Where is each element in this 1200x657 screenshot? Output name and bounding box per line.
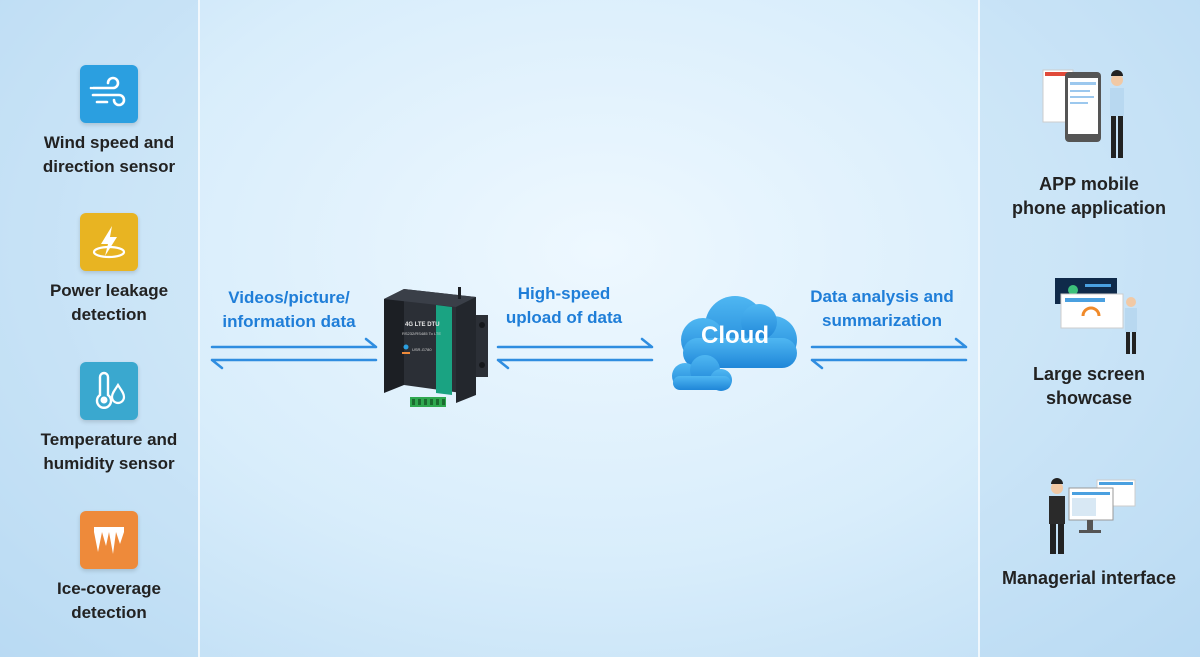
cloud-icon	[672, 296, 797, 391]
bidirectional-arrow-left	[210, 337, 378, 370]
flow-label-line1: Data analysis and	[810, 287, 954, 306]
app-managerial: Managerial interface	[978, 478, 1200, 590]
sensor-label-line2: humidity sensor	[43, 454, 175, 473]
mobile-app-icon	[1042, 69, 1124, 158]
device-subtitle: RS232/RS485 To LTE	[402, 331, 441, 336]
flow-label-videos: Videos/picture/ information data	[206, 286, 372, 334]
thermometer-icon	[80, 362, 138, 420]
large-screen-icon	[1055, 278, 1137, 354]
device-model: USR-G780	[412, 347, 432, 352]
icicle-icon	[80, 511, 138, 569]
dtu-device	[380, 285, 492, 415]
flow-label-analysis: Data analysis and summarization	[800, 285, 964, 333]
sensor-label-line1: Power leakage	[49, 281, 169, 300]
sensor-label-line1: Temperature and	[40, 430, 178, 449]
app-label-line1: APP mobile	[1039, 174, 1139, 194]
flow-label-line1: Videos/picture/	[228, 288, 350, 307]
lightning-icon	[80, 213, 138, 271]
device-title: 4G LTE DTU	[405, 322, 440, 328]
flow-label-upload: High-speed upload of data	[494, 282, 634, 330]
managerial-interface-icon	[1049, 478, 1136, 554]
app-label-line2: showcase	[1045, 388, 1133, 408]
sensor-label-line2: detection	[71, 603, 147, 622]
sensor-ice-coverage: Ice-coverage detection	[0, 511, 218, 625]
sensor-label-line1: Ice-coverage	[57, 579, 161, 598]
sensor-power-leakage: Power leakage detection	[0, 213, 218, 327]
app-label-line1: Large screen	[1032, 364, 1146, 384]
sensor-label-line2: direction sensor	[42, 157, 176, 176]
app-large-screen: Large screen showcase	[978, 276, 1200, 410]
flow-label-line2: summarization	[822, 311, 942, 330]
app-label-line2: phone application	[1011, 198, 1166, 218]
flow-label-line1: High-speed	[517, 284, 611, 303]
app-label-line1: Managerial interface	[1001, 568, 1177, 588]
app-mobile: APP mobile phone application	[978, 66, 1200, 220]
wind-icon	[80, 65, 138, 123]
sensor-wind: Wind speed and direction sensor	[0, 65, 218, 179]
flow-label-line2: upload of data	[505, 308, 623, 327]
cloud-label: Cloud	[701, 322, 769, 349]
sensor-temperature-humidity: Temperature and humidity sensor	[0, 362, 218, 476]
bidirectional-arrow-middle	[496, 337, 654, 370]
bidirectional-arrow-right	[810, 337, 968, 370]
sensor-label-line2: detection	[71, 305, 147, 324]
sensor-label-line1: Wind speed and	[43, 133, 175, 152]
flow-label-line2: information data	[222, 312, 356, 331]
